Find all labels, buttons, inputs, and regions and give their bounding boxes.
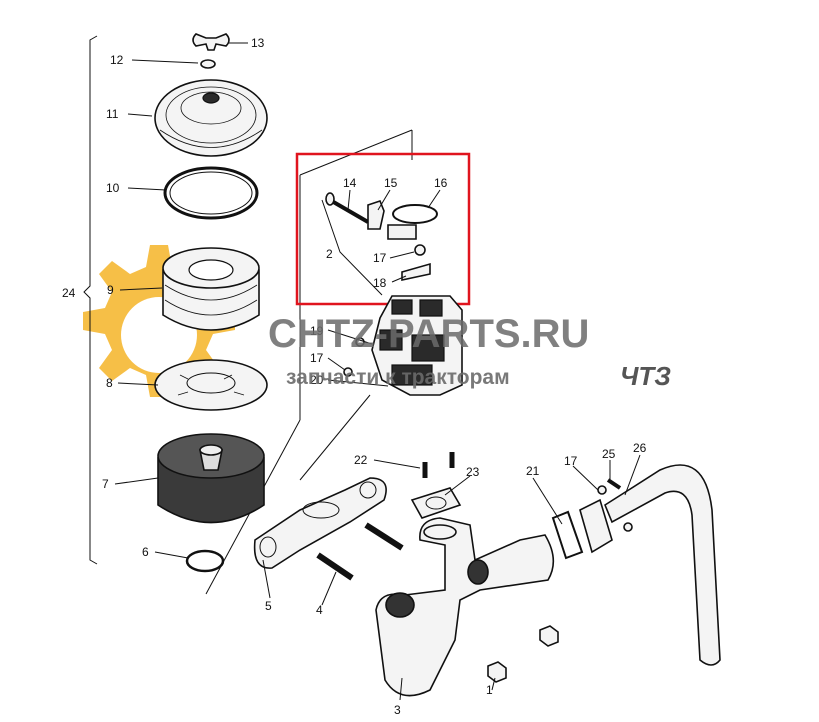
label-6: 6 — [142, 545, 149, 559]
watermark-site: CHTZ-PARTS.RU — [268, 312, 589, 356]
label-12: 12 — [110, 53, 124, 67]
guide-line-top — [299, 129, 413, 176]
label-17-top: 17 — [373, 251, 387, 265]
label-26: 26 — [633, 441, 647, 455]
bolt-part — [325, 192, 370, 224]
gasket-piece-part — [401, 262, 431, 281]
flange-gasket-part — [410, 487, 462, 519]
clamp-part — [387, 204, 438, 240]
filter-body-part — [157, 433, 265, 524]
label-15: 15 — [384, 176, 398, 190]
clip-part — [367, 200, 385, 230]
label-17-mid: 17 — [310, 351, 324, 365]
label-11: 11 — [106, 107, 119, 121]
label-18: 18 — [373, 276, 387, 290]
label-20: 20 — [310, 373, 324, 387]
label-24: 24 — [62, 286, 76, 300]
watermark-tagline: запчасти к тракторам — [286, 366, 510, 389]
gasket-ring-part — [163, 166, 259, 220]
leader-lines — [114, 42, 641, 701]
highlight-box — [295, 152, 471, 306]
label-21: 21 — [526, 464, 540, 478]
nut-part — [539, 625, 559, 647]
label-17-right: 17 — [564, 454, 578, 468]
label-22: 22 — [354, 453, 368, 467]
pipe-gasket-part — [551, 510, 584, 560]
label-23: 23 — [466, 465, 480, 479]
label-4: 4 — [316, 603, 323, 617]
label-13: 13 — [251, 36, 265, 50]
part-2-leader — [321, 199, 383, 296]
label-14: 14 — [343, 176, 357, 190]
label-16: 16 — [434, 176, 448, 190]
label-10: 10 — [106, 181, 120, 195]
pipe-flange-part — [579, 498, 613, 554]
label-3: 3 — [394, 703, 401, 717]
wing-nut-part — [192, 33, 230, 51]
stud-part — [316, 552, 354, 581]
part-number-labels: 1 2 3 4 5 6 7 8 9 10 11 12 13 14 15 16 1… — [62, 36, 647, 717]
filter-element-part — [162, 247, 260, 331]
nut-part — [414, 244, 426, 256]
watermark-brand: ЧТЗ — [620, 361, 671, 391]
label-25: 25 — [602, 447, 616, 461]
washer-part — [200, 59, 216, 69]
label-5: 5 — [265, 599, 272, 613]
guide-line-mid — [299, 394, 371, 481]
o-ring-part — [185, 549, 225, 573]
filter-cover-part — [154, 79, 268, 157]
label-7: 7 — [102, 477, 109, 491]
nut-part — [487, 661, 507, 683]
label-19: 19 — [310, 324, 324, 338]
label-2: 2 — [326, 247, 333, 261]
label-1: 1 — [486, 683, 493, 697]
group-24-bracket — [83, 35, 98, 565]
manifold-gasket-part — [253, 477, 387, 569]
plate-part — [154, 359, 268, 411]
label-8: 8 — [106, 376, 113, 390]
stud-part — [364, 522, 404, 551]
exhaust-pipe-part — [604, 464, 721, 666]
label-9: 9 — [107, 283, 114, 297]
manifold-part — [375, 517, 555, 697]
carburetor-part — [343, 295, 463, 396]
